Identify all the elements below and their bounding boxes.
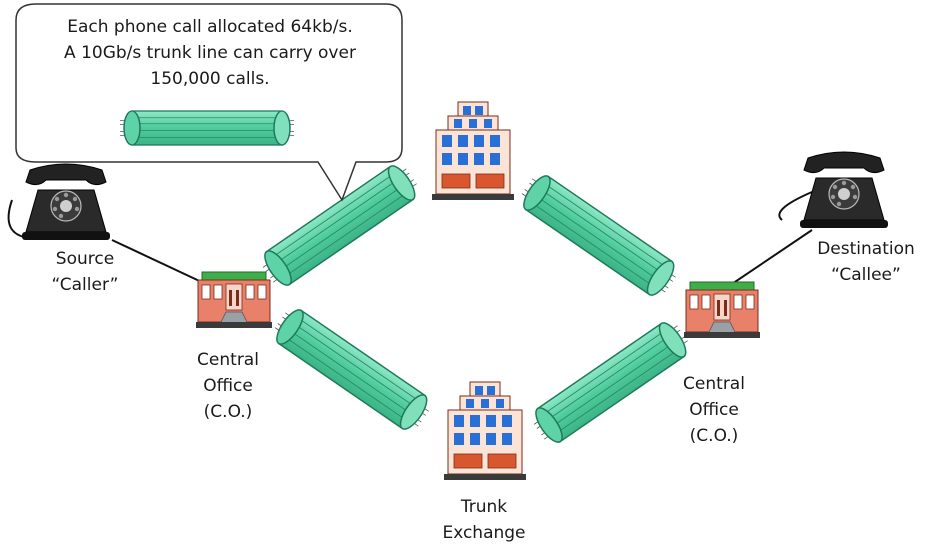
trunk-line-upper-right: [515, 168, 683, 302]
central-office-right-label: Central Office (C.O.): [666, 371, 762, 449]
central-office-right-line: (C.O.): [689, 426, 739, 446]
central-office-left-building: [195, 271, 273, 329]
central-office-left-line: Office: [203, 376, 253, 396]
source-label: Source “Caller”: [40, 246, 130, 298]
callee-cord: [778, 191, 813, 221]
central-office-right-line: Central: [683, 374, 745, 394]
source-phone-icon: [21, 163, 111, 241]
callout-line: 150,000 calls.: [150, 69, 270, 89]
upper-exchange-building: [431, 101, 515, 201]
destination-phone-icon: [799, 151, 889, 229]
source-label-line: “Caller”: [51, 275, 119, 295]
central-office-left-line: Central: [197, 350, 259, 370]
central-office-right-building: [683, 281, 761, 339]
callout-line: Each phone call allocated 64kb/s.: [67, 17, 353, 37]
callout-line: A 10Gb/s trunk line can carry over: [64, 43, 356, 63]
central-office-right-line: Office: [689, 400, 739, 420]
trunk-exchange-line: Trunk: [460, 497, 508, 517]
trunk-line-lower-left: [268, 302, 436, 436]
destination-label-line: “Callee”: [831, 265, 901, 285]
central-office-left-line: (C.O.): [203, 402, 253, 422]
source-label-line: Source: [55, 249, 115, 269]
callout-bubble: [15, 3, 403, 202]
central-office-left-label: Central Office (C.O.): [180, 347, 276, 425]
destination-label: Destination “Callee”: [806, 236, 926, 288]
trunk-exchange-line: Exchange: [442, 523, 526, 543]
destination-label-line: Destination: [817, 239, 915, 259]
callout-trunk-icon: [119, 110, 295, 146]
trunk-exchange-building: [443, 381, 527, 481]
callout-text: Each phone call allocated 64kb/s. A 10Gb…: [20, 14, 400, 92]
trunk-exchange-label: Trunk Exchange: [434, 494, 534, 546]
caller-wire: [111, 239, 209, 286]
